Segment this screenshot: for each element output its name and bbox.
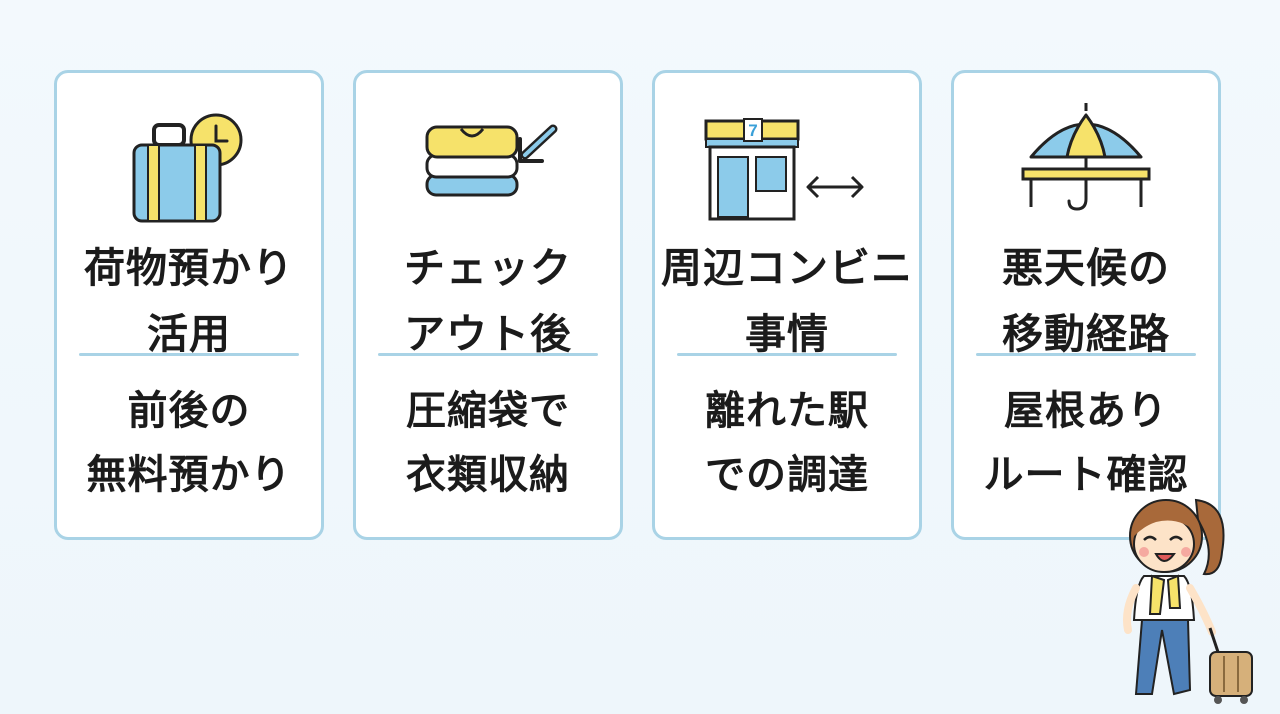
card-divider [378,353,598,356]
card-divider [79,353,299,356]
card-description: 圧縮袋で衣類収納 [406,388,570,498]
suitcase-clock-icon [57,95,321,245]
folded-clothes-icon [356,95,620,245]
card-title: チェックアウト後 [404,244,572,358]
card-divider [976,353,1196,356]
traveler-girl-icon [1100,480,1260,714]
card-checkout: チェックアウト後 圧縮袋で衣類収納 [353,70,623,540]
card-luggage-storage: 荷物預かり活用 前後の無料預かり [54,70,324,540]
card-title: 悪天候の移動経路 [1002,244,1170,358]
card-convenience-store: 7 周辺コンビニ事情 離れた駅での調達 [652,70,922,540]
card-bad-weather: 悪天候の移動経路 屋根ありルート確認 [951,70,1221,540]
card-description: 前後の無料預かり [86,388,292,498]
card-description: 離れた駅での調達 [705,388,869,498]
card-title: 荷物預かり活用 [84,244,294,358]
store-sign-text: 7 [748,121,757,140]
card-description: 屋根ありルート確認 [983,388,1189,498]
card-divider [677,353,897,356]
card-title: 周辺コンビニ事情 [661,244,913,358]
umbrella-shelter-icon [954,95,1218,245]
convenience-store-icon: 7 [655,95,919,245]
